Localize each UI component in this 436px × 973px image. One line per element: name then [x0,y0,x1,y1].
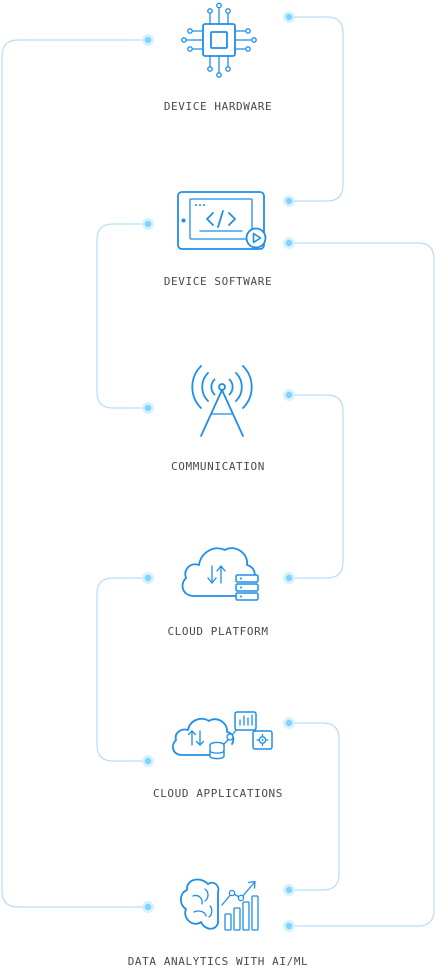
code-tablet-icon [177,191,267,250]
node-dot [142,218,154,230]
node-dot [142,572,154,584]
node-dot [142,901,154,913]
node-dot [283,237,295,249]
antenna-icon [191,365,253,437]
cloud-apps-icon [171,711,273,760]
node-dot [283,11,295,23]
step-label-device-software: DEVICE SOFTWARE [163,275,273,288]
connector-applications-analytics-right [289,722,340,891]
step-label-device-hardware: DEVICE HARDWARE [163,100,273,113]
cloud-server-icon [181,547,259,601]
node-dot [283,195,295,207]
node-dot [142,755,154,767]
chip-icon [181,2,257,78]
connector-platform-applications-left [96,577,148,762]
connectors [1,16,435,927]
step-label-cloud-platform: CLOUD PLATFORM [167,625,269,638]
connector-hardware-software-right [289,16,344,202]
connector-software-communication-left [96,223,148,409]
brain-analytics-icon [179,878,259,931]
node-dot [142,402,154,414]
node-dot [283,717,295,729]
node-dot [283,572,295,584]
node-dots [142,11,295,932]
connector-communication-platform-right [289,394,344,579]
node-dot [283,920,295,932]
connector-hardware-analytics-left [1,39,148,908]
connector-software-analytics-right [289,242,435,927]
node-dot [283,884,295,896]
node-dot [283,389,295,401]
node-dot [142,34,154,46]
step-label-cloud-applications: CLOUD APPLICATIONS [152,787,283,800]
step-label-data-analytics: DATA ANALYTICS WITH AI/ML [127,955,309,968]
step-label-communication: COMMUNICATION [171,460,265,473]
